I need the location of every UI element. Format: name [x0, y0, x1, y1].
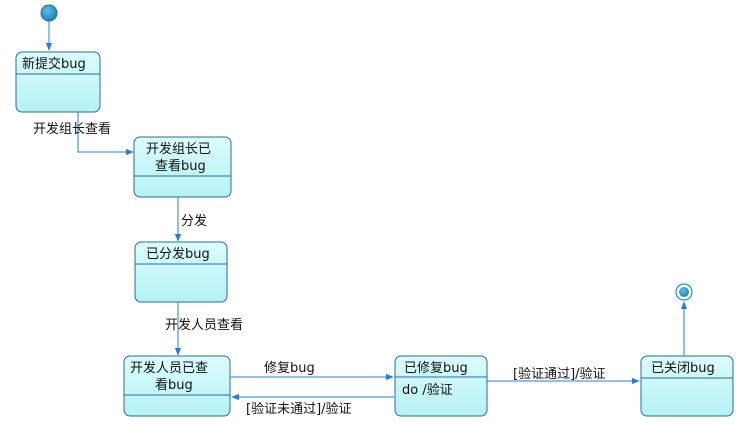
edge-label-lead-view: 开发组长查看 [33, 121, 111, 137]
state-closed[interactable]: 已关闭bug [640, 355, 734, 417]
state-dev-viewed-label-line2: 看bug [155, 377, 193, 393]
state-dev-viewed-label-line1: 开发人员已查 [130, 360, 208, 376]
state-fixed[interactable]: 已修复bug do /验证 [394, 355, 488, 417]
state-closed-label: 已关闭bug [651, 361, 715, 376]
edge-new-to-lead-viewed [77, 112, 134, 156]
edge-label-dev-view: 开发人员查看 [165, 317, 243, 333]
edge-label-dispatch: 分发 [181, 213, 207, 229]
edge-label-verify-fail: [验证未通过]/验证 [246, 401, 352, 417]
state-new-bug[interactable]: 新提交bug [15, 51, 101, 113]
state-lead-viewed-label-line1: 开发组长已 [146, 141, 211, 157]
state-assigned[interactable]: 已分发bug [134, 241, 228, 303]
state-lead-viewed[interactable]: 开发组长已 查看bug [133, 136, 232, 198]
state-fixed-label: 已修复bug [404, 361, 468, 376]
edge-label-fix: 修复bug [264, 361, 315, 376]
state-assigned-label: 已分发bug [146, 246, 210, 262]
final-node [675, 283, 693, 301]
initial-node [40, 4, 58, 22]
state-dev-viewed[interactable]: 开发人员已查 看bug [123, 355, 231, 417]
edge-label-verify-pass: [验证通过]/验证 [513, 366, 606, 382]
state-fixed-action: do /验证 [402, 382, 453, 398]
state-lead-viewed-label-line2: 查看bug [155, 158, 206, 174]
state-new-bug-label: 新提交bug [22, 56, 86, 72]
